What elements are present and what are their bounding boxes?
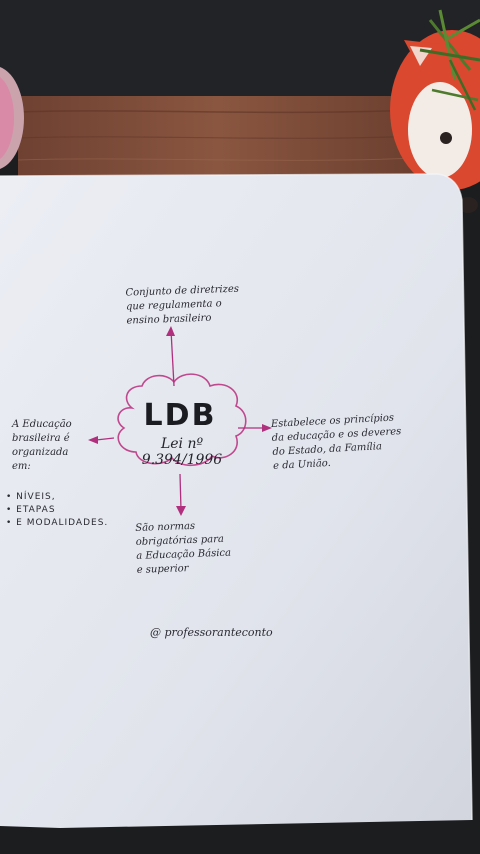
author-signature: @ professoranteconto bbox=[150, 626, 273, 639]
arrow-right bbox=[238, 424, 272, 432]
fox-figurine bbox=[390, 9, 480, 213]
cloud-outline bbox=[117, 373, 247, 467]
node-bottom-text: São normas obrigatórias para a Educação … bbox=[135, 520, 232, 576]
node-left-item-modalidades: • E MODALIDADES. bbox=[6, 518, 109, 528]
node-left-item-etapas: • ETAPAS bbox=[6, 505, 56, 515]
center-subtitle-law: Lei nº 9.394/1996 bbox=[141, 436, 223, 468]
node-left-intro: A Educação brasileira é organizada em: bbox=[12, 419, 72, 472]
node-top-text: Conjunto de diretrizes que regulamenta o… bbox=[125, 283, 240, 327]
node-left-item-niveis: • NÍVEIS, bbox=[6, 492, 56, 502]
paper-sheet bbox=[0, 174, 472, 828]
pink-cup bbox=[0, 67, 24, 169]
center-title-ldb: LDB bbox=[143, 398, 217, 433]
arrow-left bbox=[88, 436, 115, 444]
node-right-text: Estabelece os princípios da educação e o… bbox=[270, 412, 402, 472]
wooden-table bbox=[17, 96, 419, 180]
arrow-down bbox=[176, 473, 186, 516]
arrow-up bbox=[166, 326, 175, 387]
